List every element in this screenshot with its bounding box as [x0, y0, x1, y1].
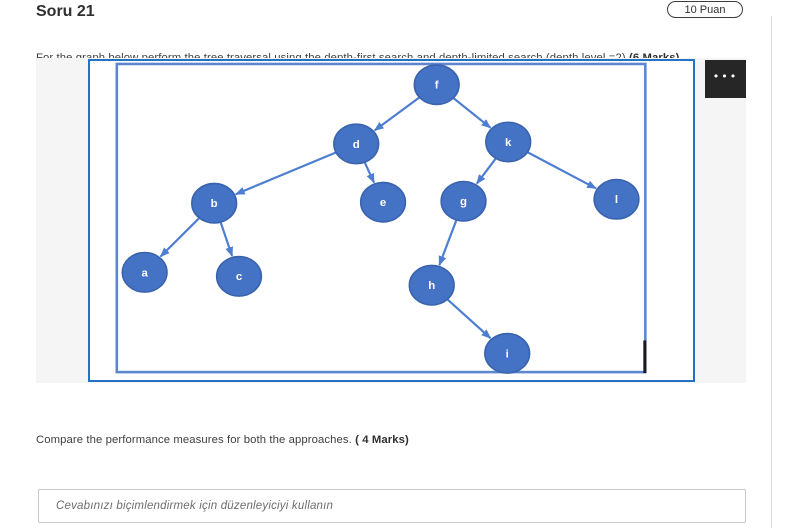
node-label: g — [460, 196, 467, 208]
node-ellipse — [408, 264, 455, 306]
tree-node-h: h — [408, 264, 455, 306]
tree-node-f: f — [413, 64, 460, 106]
node-ellipse — [413, 64, 460, 106]
question-part2-text: Compare the performance measures for bot… — [36, 434, 352, 447]
node-ellipse — [359, 181, 407, 223]
tree-node-k: k — [485, 121, 532, 163]
node-ellipse — [215, 255, 263, 297]
node-ellipse — [485, 121, 532, 163]
node-ellipse — [484, 332, 531, 374]
tree-node-e: e — [359, 181, 407, 223]
question-part2: Compare the performance measures for bot… — [36, 434, 409, 446]
node-ellipse — [333, 123, 380, 165]
tree-node-d: d — [333, 123, 380, 165]
node-label: b — [211, 198, 218, 210]
node-label: i — [506, 348, 509, 360]
edge-f-k — [452, 97, 492, 129]
figure-attachment: f d k b e g l a c h i ••• — [36, 58, 746, 383]
node-ellipse — [440, 180, 487, 222]
node-ellipse — [593, 178, 640, 220]
points-badge: 10 Puan — [667, 1, 743, 18]
node-label: f — [435, 80, 439, 92]
node-label: k — [505, 137, 512, 149]
ellipsis-icon: ••• — [712, 69, 739, 83]
edge-d-e — [363, 162, 376, 184]
tree-node-l: l — [593, 178, 640, 220]
figure-menu-button[interactable]: ••• — [705, 60, 746, 98]
node-label: c — [236, 271, 242, 283]
node-label: e — [380, 197, 386, 209]
answer-editor[interactable]: Cevabınızı biçimlendirmek için düzenleyi… — [38, 489, 746, 523]
node-ellipse — [191, 182, 238, 224]
panel-divider — [771, 16, 772, 528]
tree-node-b: b — [191, 182, 238, 224]
tree-node-i: i — [484, 332, 531, 374]
tree-node-c: c — [215, 255, 263, 297]
node-label: d — [353, 139, 360, 151]
tree-figure: f d k b e g l a c h i — [88, 59, 695, 382]
edge-f-d — [373, 96, 420, 132]
node-label: h — [428, 280, 435, 292]
edge-d-b — [234, 151, 336, 196]
node-ellipse — [121, 251, 168, 293]
cursor-mark — [643, 340, 647, 374]
edge-g-h — [438, 220, 458, 266]
answer-placeholder: Cevabınızı biçimlendirmek için düzenleyi… — [56, 500, 334, 512]
edge-k-l — [527, 151, 597, 190]
node-label: a — [141, 267, 148, 279]
edge-k-g — [475, 158, 497, 185]
question-part2-marks: ( 4 Marks) — [355, 434, 409, 447]
edge-b-a — [159, 217, 200, 258]
tree-node-a: a — [121, 251, 168, 293]
edge-b-c — [219, 222, 234, 257]
node-label: l — [615, 194, 618, 206]
tree-node-g: g — [440, 180, 487, 222]
edge-h-i — [447, 298, 492, 340]
inner-frame — [115, 62, 647, 374]
question-number-title: Soru 21 — [36, 3, 95, 20]
